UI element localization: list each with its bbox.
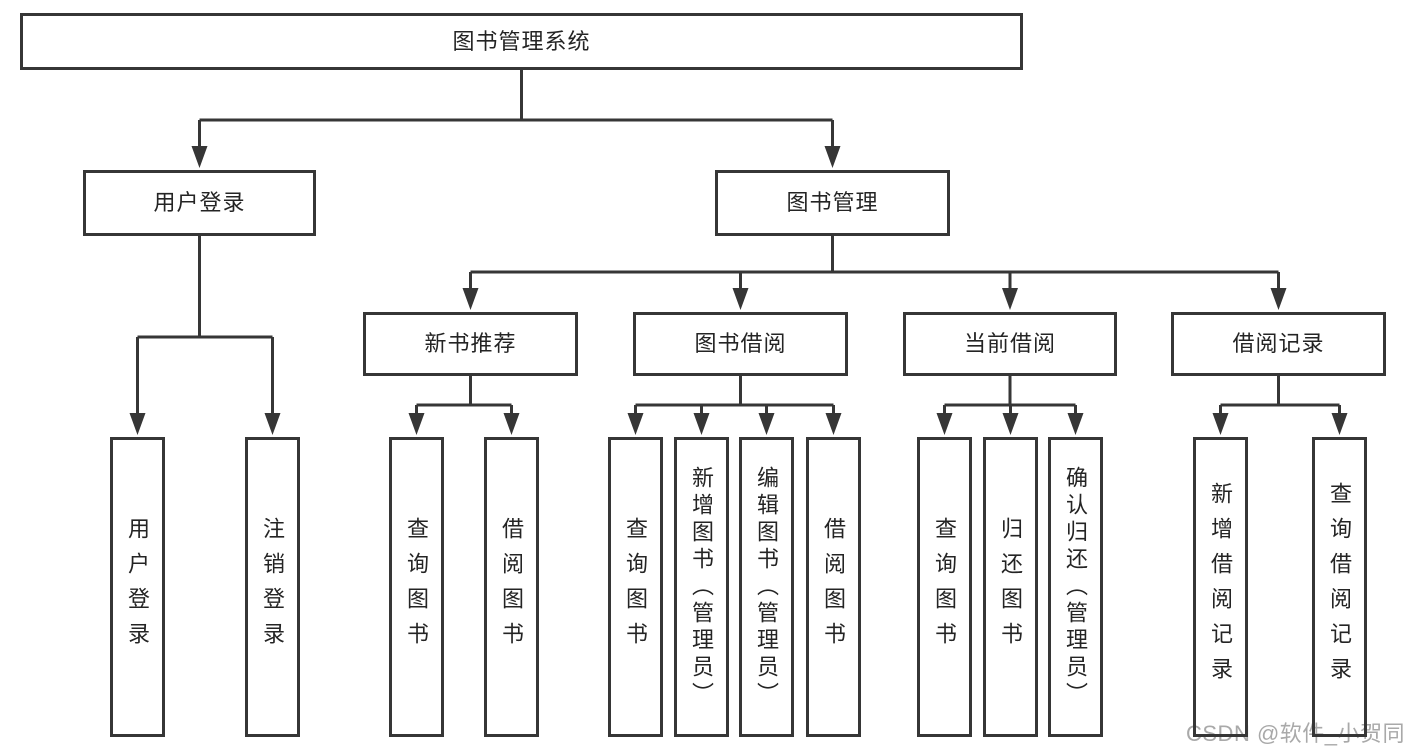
node-root-title: 图书管理系统 (20, 13, 1023, 70)
leaf-nbr-query-books: 查询图书 (389, 437, 444, 737)
leaf-bb-borrow-books: 借阅图书 (806, 437, 861, 737)
node-borrowing-records: 借阅记录 (1171, 312, 1386, 376)
leaf-br-add-record: 新增借阅记录 (1193, 437, 1248, 737)
leaf-cb-query-books: 查询图书 (917, 437, 972, 737)
leaf-cb-confirm-return-admin: 确认归还（管理员） (1048, 437, 1103, 737)
leaf-bb-edit-books-admin: 编辑图书（管理员） (739, 437, 794, 737)
leaf-nbr-borrow-books: 借阅图书 (484, 437, 539, 737)
leaf-user-login: 用户登录 (110, 437, 165, 737)
arrowhead-icons (129, 146, 1348, 435)
leaf-bb-add-books-admin: 新增图书（管理员） (674, 437, 729, 737)
leaf-bb-query-books: 查询图书 (608, 437, 663, 737)
leaf-br-query-record: 查询借阅记录 (1312, 437, 1367, 737)
node-book-management: 图书管理 (715, 170, 950, 236)
leaf-logout: 注销登录 (245, 437, 300, 737)
leaf-cb-return-books: 归还图书 (983, 437, 1038, 737)
node-book-borrowing: 图书借阅 (633, 312, 848, 376)
node-current-borrowing: 当前借阅 (903, 312, 1117, 376)
csdn-watermark: CSDN @软件_小贺同学 (1186, 721, 1405, 746)
node-new-book-recommend: 新书推荐 (363, 312, 578, 376)
node-user-login: 用户登录 (83, 170, 316, 236)
